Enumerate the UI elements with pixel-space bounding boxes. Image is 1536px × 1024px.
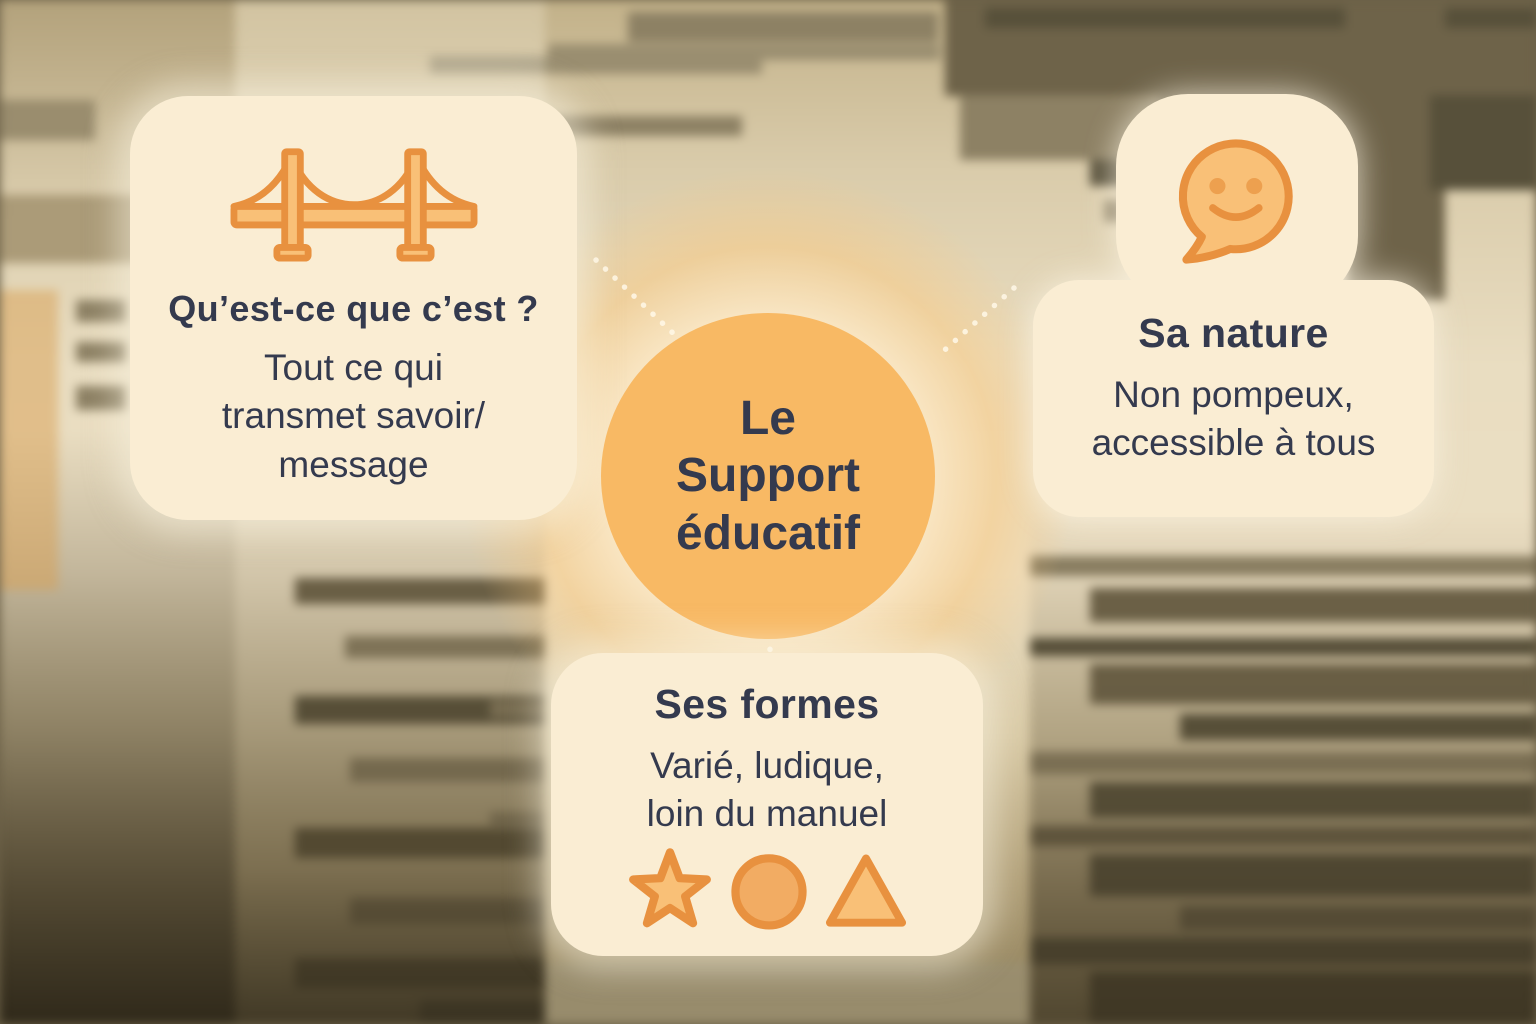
card-its-forms: Ses formes Varié, ludique, loin du manue…	[551, 653, 983, 956]
connector-right	[935, 285, 1017, 359]
circle-icon	[731, 854, 807, 930]
shapes-row	[624, 845, 910, 937]
smiley-eye	[1209, 178, 1226, 195]
body-line: Non pompeux,	[1113, 374, 1354, 415]
body-line: message	[278, 443, 429, 485]
card-bottom-body: Varié, ludique, loin du manuel	[647, 742, 888, 839]
center-line: éducatif	[675, 506, 861, 560]
star-icon	[629, 848, 711, 928]
card-right-title: Sa nature	[1138, 310, 1329, 356]
card-left-body: Tout ce qui transmet savoir/ message	[222, 344, 485, 489]
body-line: Varié, ludique,	[650, 745, 884, 786]
connector-left	[593, 257, 679, 339]
body-line: Tout ce qui	[264, 347, 443, 388]
bg-stripe	[545, 962, 1030, 1024]
bridge-icon	[230, 148, 477, 262]
center-line: Support	[676, 449, 860, 503]
smiley-smile	[1209, 204, 1263, 221]
card-left-title: Qu’est-ce que c’est ?	[168, 288, 539, 329]
center-line: Le	[739, 391, 796, 445]
card-its-nature: Sa nature Non pompeux, accessible à tous	[1033, 94, 1434, 517]
triangle-icon	[825, 854, 907, 927]
body-line: loin du manuel	[646, 793, 888, 835]
body-line: transmet savoir/	[221, 395, 486, 437]
bg-stripe	[628, 12, 938, 42]
card-what-is-it: Qu’est-ce que c’est ? Tout ce qui transm…	[130, 96, 577, 520]
smiley-eye	[1246, 178, 1263, 195]
central-topic-circle: Le Support éducatif	[601, 313, 935, 639]
icon-blob	[1116, 94, 1358, 308]
card-right-main: Sa nature Non pompeux, accessible à tous	[1033, 280, 1434, 517]
card-bottom-title: Ses formes	[654, 681, 880, 727]
body-line: accessible à tous	[1091, 422, 1376, 464]
smiley-speech-bubble-icon	[1178, 139, 1293, 264]
bg-gold-accent	[0, 290, 58, 590]
card-right-body: Non pompeux, accessible à tous	[1092, 371, 1376, 468]
